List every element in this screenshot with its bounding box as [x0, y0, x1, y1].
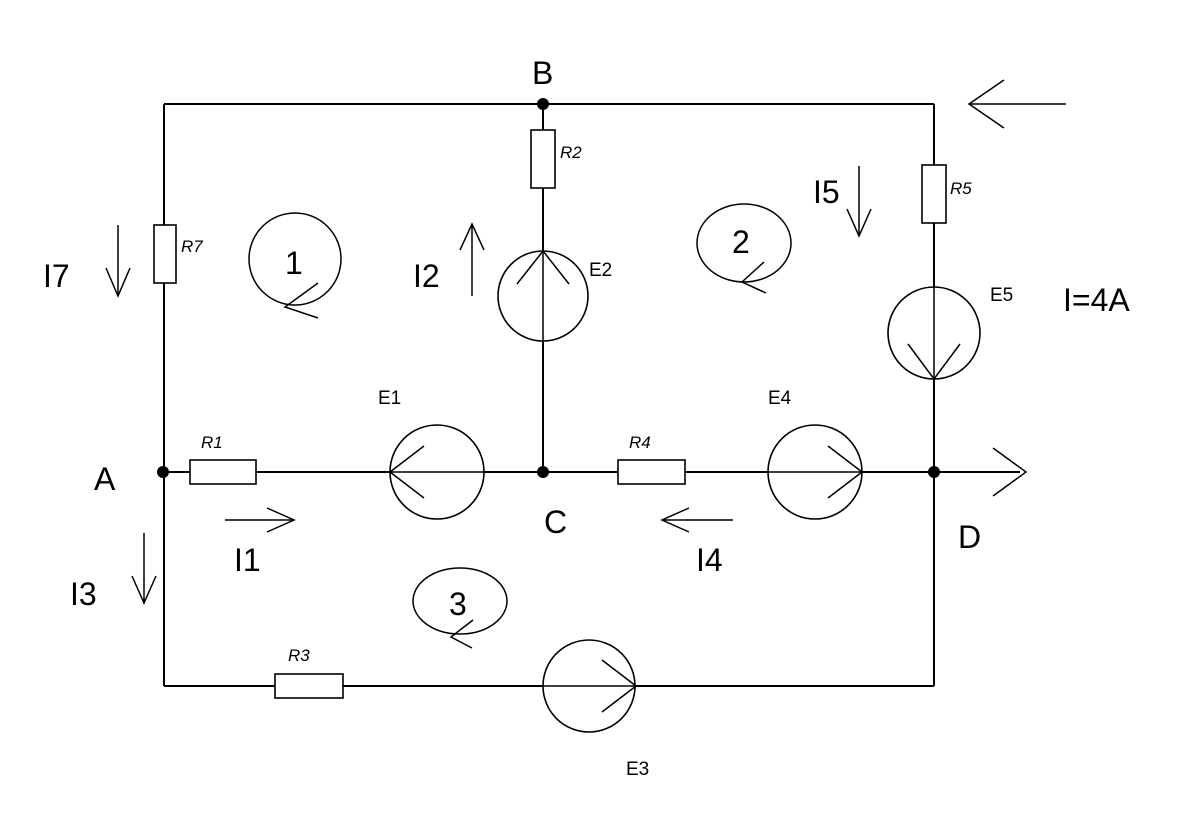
svg-text:C: C	[544, 504, 567, 540]
current-i7: I7	[43, 225, 131, 298]
svg-text:I2: I2	[413, 258, 440, 294]
svg-text:E4: E4	[768, 388, 792, 409]
source-e3: E3	[542, 639, 649, 780]
resistor-r5: R5	[921, 164, 972, 224]
source-e5: E5	[887, 285, 1013, 381]
source-e4: E4	[767, 388, 864, 520]
svg-text:E1: E1	[378, 388, 401, 409]
source-e1: E1	[378, 388, 485, 520]
node-d: D	[928, 466, 981, 555]
svg-text:I1: I1	[234, 542, 261, 578]
source-e2: E2	[497, 249, 612, 342]
current-i2: I2	[413, 222, 485, 296]
resistor-r2: R2	[530, 129, 582, 189]
external-current-in-arrow	[967, 79, 1066, 129]
external-current-out-arrow	[992, 447, 1028, 497]
svg-text:I7: I7	[43, 258, 70, 294]
resistor-r3: R3	[274, 646, 344, 699]
resistor-r4: R4	[617, 433, 686, 485]
svg-text:3: 3	[449, 586, 467, 622]
svg-text:E2: E2	[589, 260, 612, 281]
svg-text:R7: R7	[181, 237, 203, 256]
svg-text:2: 2	[732, 224, 750, 260]
loop-3: 3	[412, 567, 508, 649]
loop-1: 1	[248, 212, 342, 319]
node-b: B	[532, 55, 553, 110]
svg-text:E5: E5	[990, 285, 1013, 306]
resistor-r7: R7	[153, 224, 203, 284]
svg-text:I4: I4	[696, 542, 723, 578]
svg-text:R5: R5	[950, 179, 972, 198]
svg-text:E3: E3	[626, 759, 649, 780]
svg-text:R3: R3	[288, 646, 310, 665]
current-i3: I3	[70, 533, 157, 612]
node-a: A	[94, 461, 169, 497]
resistor-r1: R1	[189, 433, 257, 485]
svg-text:1: 1	[285, 245, 303, 281]
svg-text:R1: R1	[201, 433, 223, 452]
loop-2: 2	[696, 203, 792, 294]
current-i1: I1	[225, 507, 296, 578]
svg-text:D: D	[958, 519, 981, 555]
svg-text:I3: I3	[70, 576, 97, 612]
svg-text:I5: I5	[813, 174, 840, 210]
wires	[163, 103, 1020, 687]
svg-text:R2: R2	[560, 143, 582, 162]
svg-text:B: B	[532, 55, 553, 91]
current-i5: I5	[813, 166, 872, 238]
svg-text:A: A	[94, 461, 116, 497]
svg-text:R4: R4	[629, 433, 651, 452]
current-i4: I4	[660, 507, 733, 578]
node-c: C	[537, 466, 567, 540]
given-current-label: I=4A	[1063, 282, 1130, 318]
